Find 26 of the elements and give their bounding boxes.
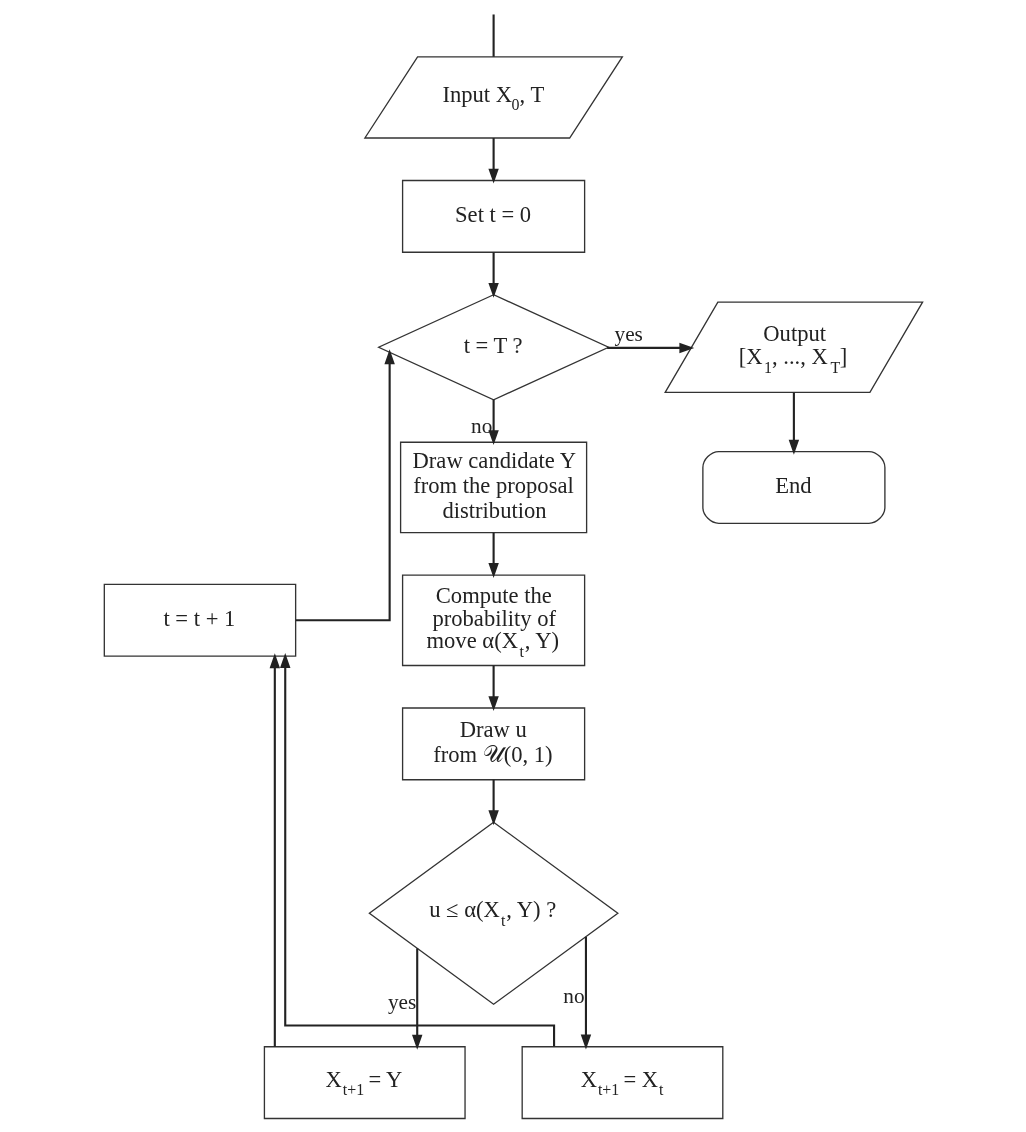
arrow (279, 653, 555, 1047)
arrow (487, 399, 499, 446)
node-box: X$_{t+1}$ = X$_{t}$ (521, 1046, 723, 1120)
arrow (580, 936, 591, 1050)
node-box: X$_{t+1}$ = Y (263, 1046, 466, 1120)
node-diamond: t = T ? (376, 294, 610, 401)
arrow (487, 779, 499, 826)
arrow (411, 948, 422, 1050)
arrow (295, 349, 395, 622)
arrow (606, 342, 694, 354)
node-box: Set t = 0 (401, 179, 585, 253)
node-box: Draw candidate Y from the proposal distribution (399, 441, 587, 534)
node-box: Compute the probability of move α(X$_{t}$, Y) (401, 574, 585, 667)
node-box: t = t + 1 (103, 583, 296, 657)
edge-label: no (470, 413, 492, 438)
edge-label: no (562, 984, 585, 1009)
arrow (788, 392, 799, 455)
edge-label: yes (614, 322, 643, 347)
node-box: Draw u from 𝒰(0, 1) (401, 707, 585, 781)
connector (492, 14, 495, 57)
arrow (269, 653, 280, 1047)
arrow (487, 532, 499, 578)
arrow (487, 665, 499, 712)
arrow (487, 252, 499, 298)
node-box: End (701, 450, 886, 524)
arrow (487, 138, 499, 184)
